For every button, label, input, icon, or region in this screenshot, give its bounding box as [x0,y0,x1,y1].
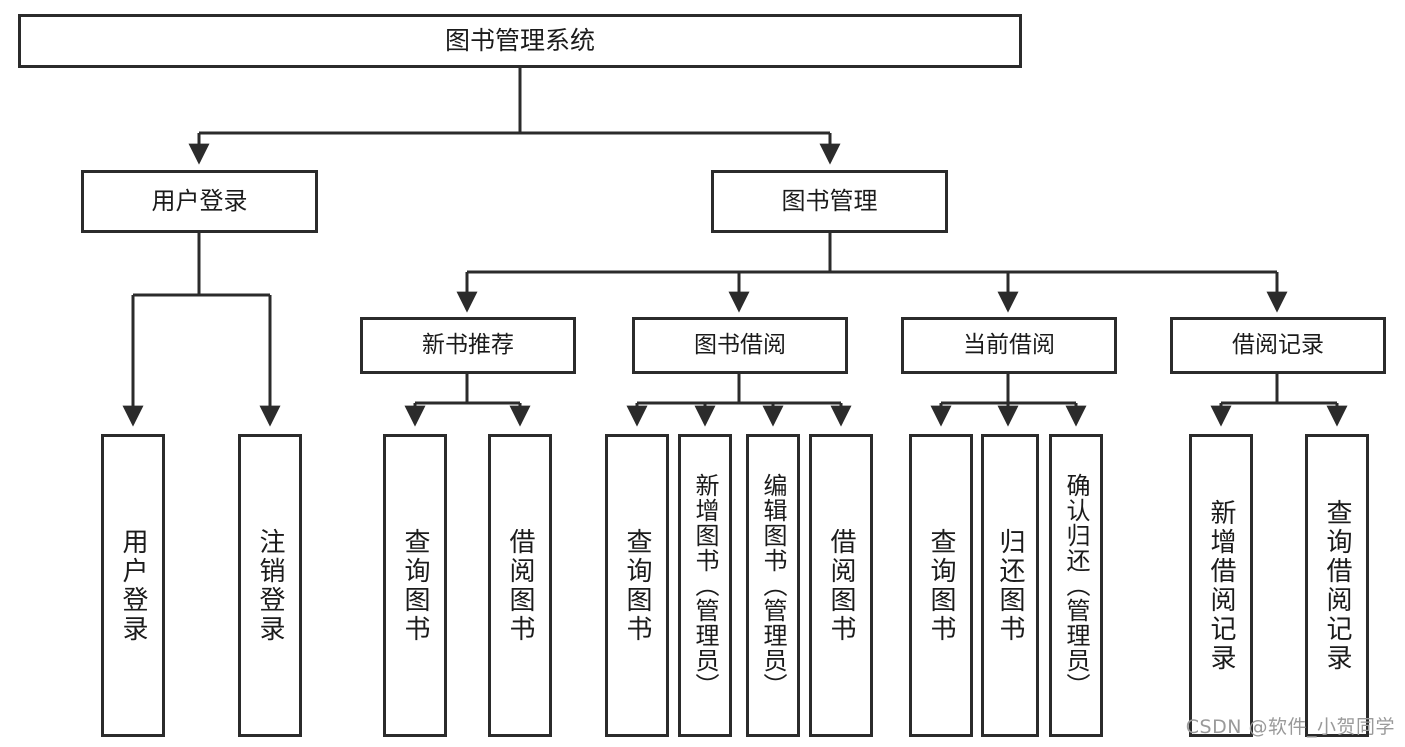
node-label: 用户登录 [151,186,248,215]
node-label: 查询图书 [926,527,956,644]
node-book-borrowing[interactable]: 图书借阅 [632,317,848,374]
node-label: 图书借阅 [694,332,786,359]
node-label: 查询图书 [400,527,430,644]
node-label: 用户登录 [118,527,148,644]
node-leaf-user-login[interactable]: 用户登录 [101,434,165,737]
node-label: 编辑图书（管理员） [759,473,787,698]
node-label: 新增借阅记录 [1206,498,1236,673]
node-label: 注销登录 [255,527,285,644]
node-leaf-edit-book-admin[interactable]: 编辑图书（管理员） [746,434,800,737]
node-borrowing-records[interactable]: 借阅记录 [1170,317,1386,374]
node-label: 图书管理系统 [444,25,595,55]
node-leaf-query-borrow-record[interactable]: 查询借阅记录 [1305,434,1369,737]
node-label: 查询借阅记录 [1322,498,1352,673]
node-leaf-confirm-return-admin[interactable]: 确认归还（管理员） [1049,434,1103,737]
node-label: 当前借阅 [963,332,1055,359]
node-label: 新增图书（管理员） [691,473,719,698]
node-label: 查询图书 [622,527,652,644]
node-new-book-recommendation[interactable]: 新书推荐 [360,317,576,374]
node-current-borrowing[interactable]: 当前借阅 [901,317,1117,374]
node-root-book-management-system[interactable]: 图书管理系统 [18,14,1022,68]
node-label: 图书管理 [781,186,878,215]
node-leaf-query-books-current[interactable]: 查询图书 [909,434,973,737]
node-label: 借阅图书 [505,527,535,644]
node-leaf-return-books[interactable]: 归还图书 [981,434,1039,737]
node-label: 借阅图书 [826,527,856,644]
node-leaf-logout[interactable]: 注销登录 [238,434,302,737]
node-book-management[interactable]: 图书管理 [711,170,948,233]
node-leaf-borrow-books[interactable]: 借阅图书 [809,434,873,737]
node-user-login[interactable]: 用户登录 [81,170,318,233]
node-leaf-query-books-borrow[interactable]: 查询图书 [605,434,669,737]
node-leaf-query-books-recommend[interactable]: 查询图书 [383,434,447,737]
node-leaf-borrow-books-recommend[interactable]: 借阅图书 [488,434,552,737]
node-label: 归还图书 [995,527,1025,644]
node-leaf-add-book-admin[interactable]: 新增图书（管理员） [678,434,732,737]
node-label: 确认归还（管理员） [1062,473,1090,698]
node-label: 借阅记录 [1232,332,1324,359]
node-leaf-add-borrow-record[interactable]: 新增借阅记录 [1189,434,1253,737]
node-label: 新书推荐 [422,332,514,359]
